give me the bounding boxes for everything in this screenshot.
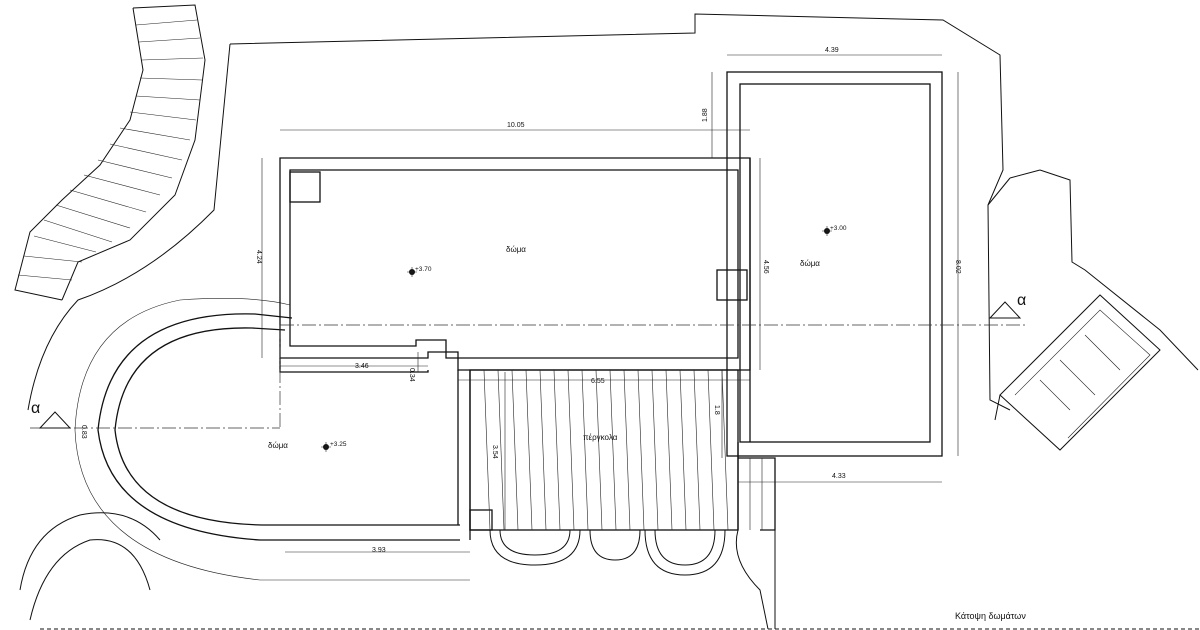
level-marker-main: +3.70	[407, 266, 432, 277]
drawing-title: Κάτοψη δωμάτων	[955, 611, 1026, 621]
room-label-right: δώμα	[800, 259, 820, 268]
section-mark-right: α	[1017, 292, 1026, 309]
dim-right-height: 8.02	[954, 260, 961, 274]
section-mark-left: α	[31, 400, 40, 417]
dim-gap: 1.88	[702, 108, 709, 122]
dim-right-width-bottom: 4.33	[832, 473, 846, 480]
pergola	[469, 369, 776, 630]
dim-right-width-top: 4.39	[825, 47, 839, 54]
dim-step-width: 3.46	[355, 363, 369, 370]
main-roof	[279, 157, 751, 371]
level-right: +3.00	[830, 225, 847, 232]
dim-pergola-height: 3.54	[491, 445, 498, 459]
section-axis	[30, 301, 1025, 429]
dim-top-width: 10.05	[507, 122, 525, 129]
dimension-lines	[261, 54, 959, 553]
room-label-left: δώμα	[268, 441, 288, 450]
dim-pergola-side: 1.8	[713, 405, 720, 415]
dim-pergola-width: 6.55	[591, 378, 605, 385]
left-roof	[279, 358, 471, 540]
dim-mid-height: 4.56	[762, 260, 769, 274]
chimney-top-left	[289, 171, 321, 203]
curved-walls-left	[19, 298, 470, 621]
right-roof	[726, 71, 943, 457]
chimney-right	[716, 269, 748, 301]
dim-left-height: 4.24	[255, 250, 262, 264]
level-marker-left: +3.25	[321, 441, 347, 452]
level-main: +3.70	[415, 266, 432, 273]
pergola-column	[469, 509, 493, 531]
room-label-pergola: πέργκολα	[583, 433, 618, 442]
dim-step-height: 0.34	[408, 368, 415, 382]
level-marker-right: +3.00	[822, 225, 847, 236]
right-ramp	[994, 294, 1161, 451]
site-outline	[27, 13, 1200, 630]
curved-staircase	[14, 4, 206, 301]
dim-left-bottom: 3.93	[372, 547, 386, 554]
level-left: +3.25	[330, 441, 347, 448]
dim-arc: 0.83	[80, 425, 87, 439]
room-label-main: δώμα	[506, 245, 526, 254]
